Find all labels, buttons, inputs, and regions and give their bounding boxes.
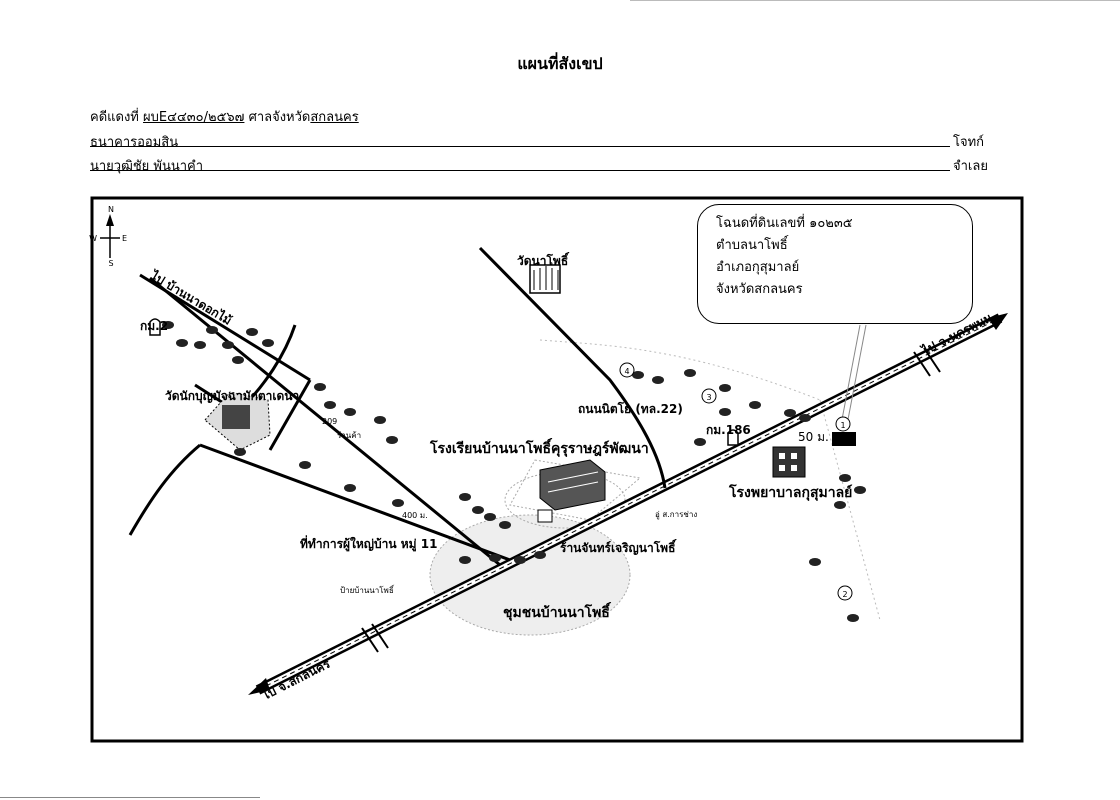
- temple-junction: [204, 391, 271, 451]
- deed-line4: จังหวัดสกลนคร: [716, 282, 803, 297]
- label-village-office: ที่ทำการผู้ใหญ่บ้าน หมู่ 11: [300, 535, 437, 552]
- deed-callout: โฉนดที่ดินเลขที่ ๑๐๒๓๕ ตำบลนาโพธิ์ อำเภอ…: [697, 204, 973, 324]
- label-km209: 209: [322, 417, 337, 426]
- court-prefix: ศาลจังหวัด: [248, 110, 311, 125]
- defendant-role: จำเลย: [953, 159, 988, 174]
- case-line: คดีแดงที่ ผบE๔๔๓๐/๒๕๖๗ ศาลจังหวัดสกลนคร: [90, 106, 359, 127]
- label-dist-50: 50 ม.: [798, 430, 829, 444]
- label-shop-charoen: ร้านจันทร์เจริญนาโพธิ์: [560, 539, 677, 555]
- court-province: สกลนคร: [310, 110, 359, 125]
- plaintiff-underline: [90, 146, 950, 147]
- km-post-icon: [727, 429, 739, 446]
- road-diagonal-main: [149, 276, 501, 567]
- highway-22: [255, 313, 1003, 695]
- label-ban-sign: ป้ายบ้านนาโพธิ์: [340, 584, 395, 595]
- svg-text:3: 3: [706, 393, 711, 402]
- compass-n: N: [108, 205, 114, 214]
- marker-1: 1: [835, 416, 851, 432]
- deed-line2: ตำบลนาโพธิ์: [716, 238, 788, 253]
- road-southwest: [128, 443, 201, 536]
- callout-line: [839, 324, 861, 431]
- marker-3: 3: [701, 388, 717, 404]
- case-number: ผบE๔๔๓๐/๒๕๖๗: [143, 110, 245, 125]
- label-dist-400: 400 ม.: [402, 511, 428, 520]
- land-parcel-marker: [832, 432, 856, 446]
- deed-line3: อำเภอกุสุมาลย์: [716, 260, 800, 275]
- deed-line1: โฉนดที่ดินเลขที่ ๑๐๒๓๕: [716, 216, 853, 231]
- label-wat-nakhon: วัดนักบุญมัจฉามักตาเดนา: [165, 389, 299, 404]
- svg-text:4: 4: [624, 367, 629, 376]
- dotted-lane: [819, 399, 881, 621]
- road-lower: [199, 443, 511, 562]
- compass-rose: N S W E: [89, 205, 127, 268]
- label-ban-kha: ร้านค้า: [337, 431, 361, 440]
- scan-artifact-top: [630, 0, 1120, 1]
- marker-4: 4: [619, 362, 635, 378]
- bridge-icon: [913, 347, 941, 377]
- marker-2: 2: [837, 585, 853, 601]
- svg-text:2: 2: [842, 590, 847, 599]
- defendant-underline: [90, 170, 950, 171]
- compass-e: E: [122, 234, 127, 243]
- dotted-lane: [539, 339, 821, 401]
- svg-text:1: 1: [840, 421, 845, 430]
- bridge-icon: [361, 623, 389, 653]
- school-building-icon: [537, 459, 606, 523]
- compass-s: S: [108, 259, 113, 268]
- label-km186: กม.186: [706, 423, 751, 437]
- hospital-building-icon: [772, 446, 806, 478]
- scan-artifact-bottom: [0, 797, 260, 798]
- tree-cluster: [162, 321, 866, 622]
- arrow-to-sakon: [248, 678, 270, 695]
- map-frame: [90, 196, 1024, 743]
- callout-line: [845, 324, 867, 431]
- arrow-to-nakhon-phanom: [988, 313, 1008, 330]
- label-hospital: โรงพยาบาลกุสุมาลย์: [728, 483, 852, 501]
- temple-icon: [222, 405, 250, 429]
- label-garage: อู่ ส.การช่าง: [655, 510, 697, 520]
- km-post-icon: [149, 318, 161, 336]
- plaintiff-role: โจทก์: [953, 135, 985, 150]
- road-wat-naphot: [478, 246, 667, 489]
- label-community: ชุมชนบ้านนาโพธิ์: [503, 601, 612, 621]
- temple-icon: [529, 264, 561, 294]
- label-km2: กม.2: [140, 319, 168, 333]
- road-cross: [268, 379, 312, 451]
- page-title: แผนที่สังเขป: [517, 54, 603, 73]
- case-label: คดีแดงที่: [90, 110, 139, 125]
- compass-w: W: [89, 234, 97, 243]
- community-area: [429, 514, 631, 636]
- label-school: โรงเรียนบ้านนาโพธิ์คุรุราษฎร์พัฒนา: [429, 437, 649, 457]
- label-wat-naphot: วัดนาโพธิ์: [517, 252, 570, 268]
- label-road-name: ถนนนิตโย (ทล.22): [578, 401, 683, 416]
